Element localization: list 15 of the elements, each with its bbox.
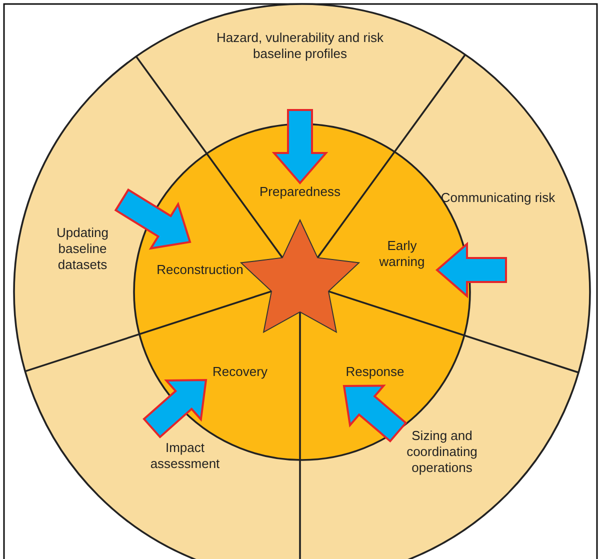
- sector-label: Communicating risk: [440, 190, 556, 206]
- sector-label: Sizing and coordinating operations: [406, 428, 478, 476]
- block-arrow: [142, 378, 208, 438]
- block-arrow: [272, 109, 328, 185]
- block-arrow: [114, 188, 192, 250]
- sector-label: Early warning: [378, 238, 426, 270]
- sector-label: Impact assessment: [149, 440, 221, 472]
- sector-label: Recovery: [212, 364, 268, 380]
- sector-label: Response: [344, 364, 406, 380]
- block-arrow: [342, 384, 408, 442]
- sector-label: Preparedness: [258, 184, 342, 200]
- block-arrow: [435, 242, 507, 298]
- sector-label: Updating baseline datasets: [55, 225, 110, 273]
- sector-label: Reconstruction: [156, 262, 244, 278]
- sector-label: Hazard, vulnerability and risk baseline profiles: [216, 30, 384, 62]
